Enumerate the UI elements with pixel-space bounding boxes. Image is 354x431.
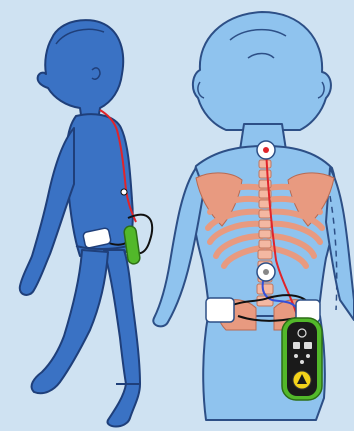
upper-electrode-center <box>263 147 269 153</box>
back-child-left-arm <box>153 168 204 326</box>
battery-icon <box>304 342 312 349</box>
side-child-arm <box>20 128 74 295</box>
side-view-child <box>20 20 140 426</box>
stimulator-device <box>282 318 322 400</box>
lower-electrode-center <box>263 269 269 275</box>
spine <box>257 160 273 306</box>
side-child-back-leg <box>104 250 140 427</box>
device-indicator-2 <box>306 354 310 358</box>
mode-icon <box>293 342 300 349</box>
device-indicator-3 <box>300 360 304 364</box>
left-skin-patch <box>206 298 234 322</box>
side-electrode-dot <box>121 189 127 195</box>
device-indicator-1 <box>294 354 298 358</box>
back-view-child <box>153 12 354 420</box>
side-child-head <box>38 20 124 122</box>
